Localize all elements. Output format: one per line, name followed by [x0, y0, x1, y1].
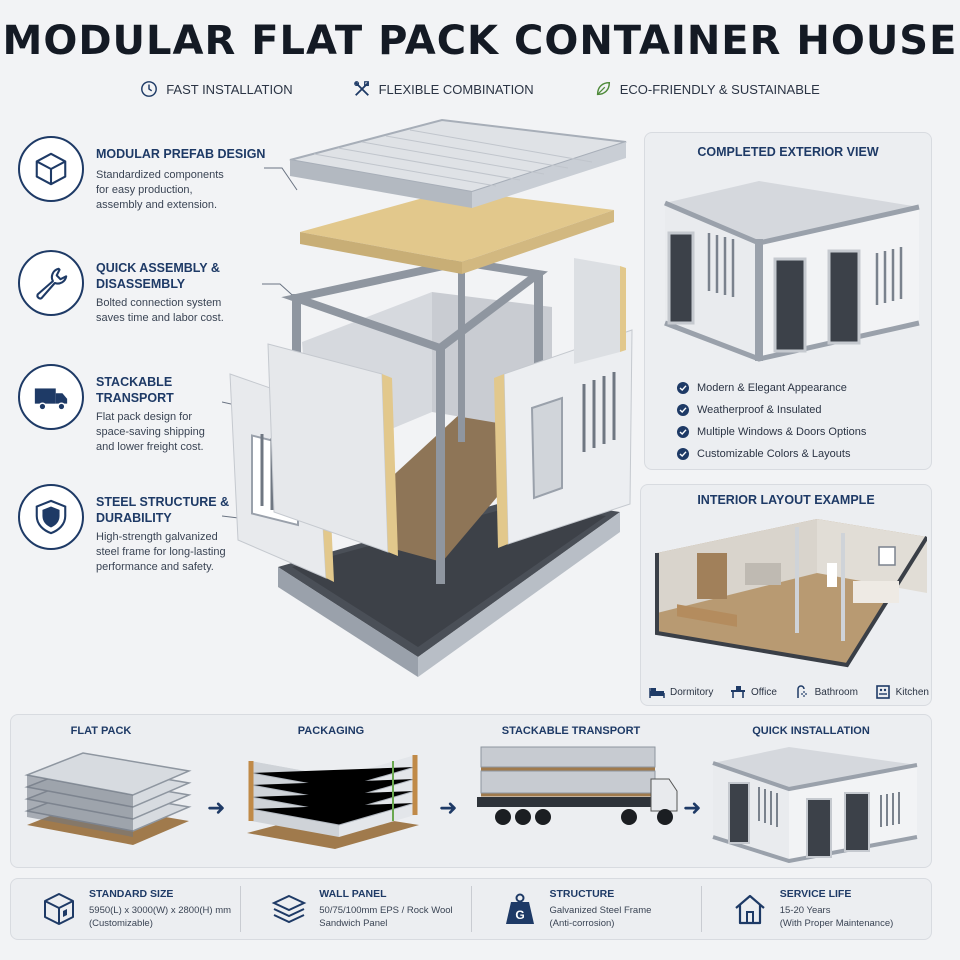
kitchen-icon [875, 685, 890, 699]
room-item: Office [730, 685, 777, 699]
exterior-house-illustration [664, 181, 920, 362]
feature-title: STEEL STRUCTURE &DURABILITY [96, 495, 230, 525]
room-item: Dormitory [649, 685, 713, 699]
leaf-icon [596, 81, 610, 96]
spec-desc: 5950(L) x 3000(W) x 2800(H) mm(Customiza… [89, 905, 232, 929]
feature-title: QUICK ASSEMBLY &DISASSEMBLY [96, 261, 220, 291]
spec-badge: G [515, 908, 524, 922]
check-icon [677, 448, 689, 460]
tagline-label: ECO-FRIENDLY & SUSTAINABLE [619, 81, 820, 97]
room-item: Kitchen [875, 685, 929, 699]
arrow-right-icon: ➜ [207, 795, 226, 820]
step-label: PACKAGING [297, 725, 365, 737]
step-label: QUICK INSTALLATION [752, 725, 870, 737]
exterior-feature-list: Modern & Elegant Appearance Weatherproof… [677, 377, 866, 465]
list-item: Customizable Colors & Layouts [677, 443, 866, 465]
bed-icon [649, 688, 665, 698]
weight-icon: G [505, 893, 534, 924]
truck-transport-illustration [477, 746, 678, 825]
spec-service-life: SERVICE LIFE 15-20 Years(With Proper Mai… [702, 886, 931, 932]
tagline-label: FAST INSTALLATION [166, 81, 293, 97]
spec-title: STRUCTURE [549, 888, 615, 900]
list-item: Modern & Elegant Appearance [677, 377, 866, 399]
tagline-item: FLEXIBLE COMBINATION [353, 80, 534, 98]
spec-title: WALL PANEL [319, 888, 387, 900]
installed-house-illustration [712, 747, 918, 863]
specs-bar: STANDARD SIZE 5950(L) x 3000(W) x 2800(H… [10, 878, 932, 940]
spec-title: STANDARD SIZE [89, 888, 174, 900]
arrow-right-icon: ➜ [683, 795, 702, 820]
tagline-item: FAST INSTALLATION [140, 80, 293, 98]
tagline-label: FLEXIBLE COMBINATION [378, 81, 534, 97]
cube-icon [35, 152, 67, 186]
feature-modular-design: MODULAR PREFAB DESIGN Standardized compo… [18, 136, 278, 213]
truck-icon [34, 388, 68, 411]
check-icon [677, 404, 689, 416]
check-icon [677, 382, 689, 394]
check-icon [677, 426, 689, 438]
shower-icon [796, 685, 807, 698]
tools-icon [353, 81, 369, 96]
exterior-view-title: COMPLETED EXTERIOR VIEW [697, 145, 879, 159]
feature-steel-structure: STEEL STRUCTURE &DURABILITY High-strengt… [18, 484, 278, 575]
spec-standard-size: STANDARD SIZE 5950(L) x 3000(W) x 2800(H… [11, 886, 242, 932]
feature-title: MODULAR PREFAB DESIGN [96, 147, 266, 161]
spec-desc: Galvanized Steel Frame(Anti-corrosion) [549, 905, 652, 929]
room-legend: Dormitory Office Bathroom Kitchen [649, 685, 929, 699]
spec-title: SERVICE LIFE [779, 888, 852, 900]
wall-panel-right [494, 329, 633, 548]
arrow-right-icon: ➜ [439, 795, 458, 820]
feature-icon-circle [18, 484, 84, 550]
interior-layout-title: INTERIOR LAYOUT EXAMPLE [697, 493, 875, 507]
list-item: Multiple Windows & Doors Options [677, 421, 866, 443]
interior-floorplan-illustration [655, 519, 927, 668]
process-steps-card: FLAT PACK PACKAGING STACKABLE TRANSPORT … [10, 714, 932, 868]
layers-icon [271, 894, 307, 924]
feature-quick-assembly: QUICK ASSEMBLY &DISASSEMBLY Bolted conne… [18, 250, 278, 326]
exploded-container-illustration [222, 118, 633, 677]
box-icon [44, 893, 74, 925]
feature-icon-circle [18, 364, 84, 430]
feature-icon-circle [18, 136, 84, 202]
spec-desc: 15-20 Years(With Proper Maintenance) [779, 905, 894, 929]
house-icon [735, 894, 765, 925]
tagline-bar: FAST INSTALLATION FLEXIBLE COMBINATION E… [0, 80, 960, 98]
exterior-view-card: COMPLETED EXTERIOR VIEW Modern & Elegant… [644, 132, 932, 470]
page-title: MODULAR FLAT PACK CONTAINER HOUSE [2, 18, 958, 64]
feature-icon-circle [18, 250, 84, 316]
wrench-icon [36, 267, 68, 300]
list-item: Weatherproof & Insulated [677, 399, 866, 421]
flat-pack-stack-illustration [24, 752, 192, 845]
tagline-item: ECO-FRIENDLY & SUSTAINABLE [594, 80, 820, 98]
clock-icon [141, 81, 158, 97]
base-frame [278, 497, 620, 677]
shield-icon [35, 499, 67, 535]
interior-layout-card: INTERIOR LAYOUT EXAMPLE Dormitory Office… [640, 484, 932, 706]
packaging-pallet-illustration [247, 743, 419, 849]
step-label: STACKABLE TRANSPORT [501, 725, 641, 737]
spec-structure: G STRUCTURE Galvanized Steel Frame(Anti-… [472, 886, 702, 932]
room-item: Bathroom [794, 685, 858, 699]
step-label: FLAT PACK [70, 725, 132, 737]
desk-icon [731, 686, 745, 698]
